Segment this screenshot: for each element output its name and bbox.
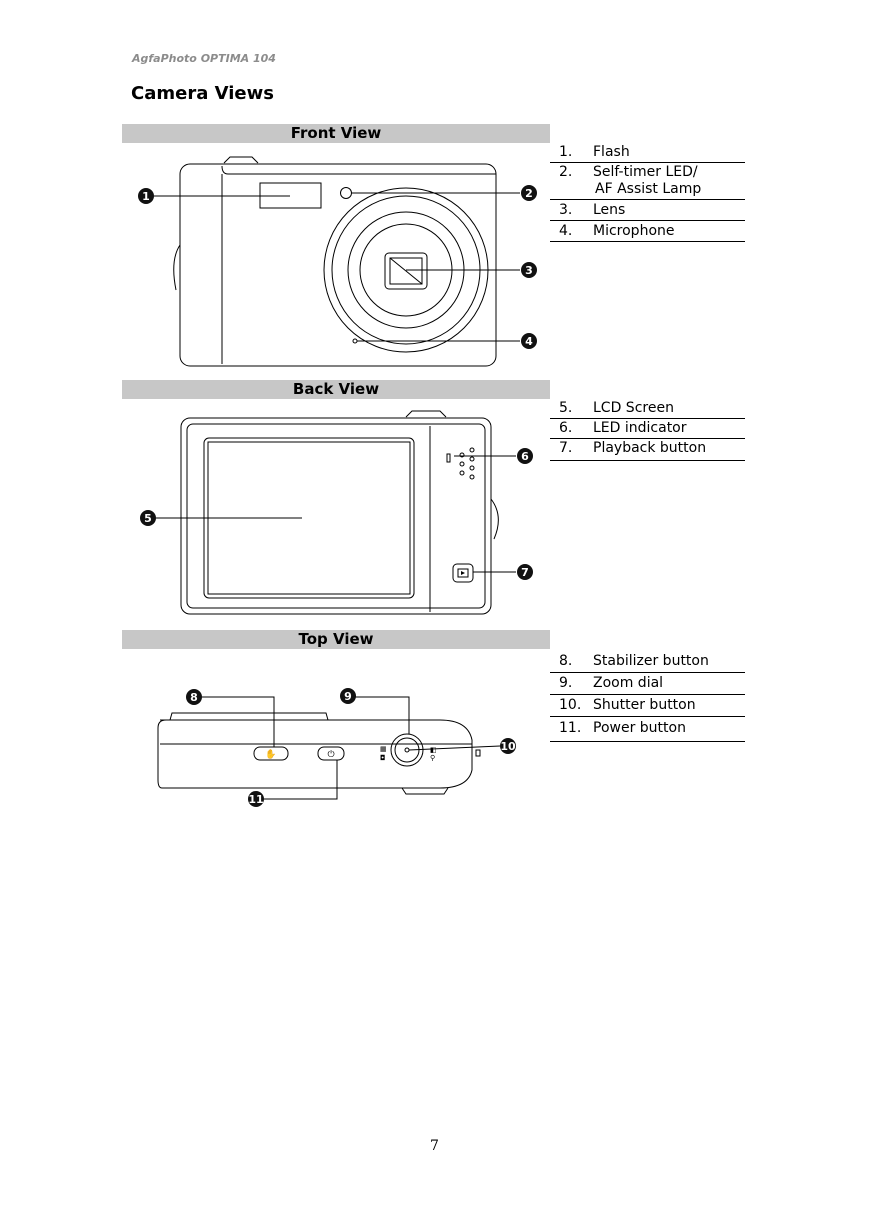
legend-number: 1. (559, 144, 573, 160)
led-indicator (446, 453, 451, 463)
zoom-dial (390, 733, 424, 767)
legend-label: Zoom dial (593, 675, 664, 691)
svg-text:⏻: ⏻ (327, 749, 334, 760)
legend-number: 11. (559, 720, 582, 736)
header-brand: AgfaPhoto OPTIMA 104 (132, 52, 276, 65)
legend-label: Lens (593, 202, 626, 218)
svg-text:5: 5 (144, 512, 152, 525)
legend-row: 7. Playback button (550, 439, 745, 461)
legend-row: 1. Flash (550, 143, 745, 163)
callout-11: 11 (248, 791, 264, 807)
svg-text:1: 1 (142, 190, 150, 203)
svg-text:◘: ◘ (380, 754, 386, 762)
legend-label: Playback button (593, 440, 707, 456)
legend-number: 4. (559, 223, 573, 239)
legend-number: 6. (559, 420, 573, 436)
legend-number: 3. (559, 202, 573, 218)
callout-2: 2 (521, 185, 537, 201)
callout-8: 8 (186, 689, 202, 705)
svg-text:⚲: ⚲ (430, 754, 435, 762)
legend-number: 2. (559, 164, 573, 180)
svg-text:7: 7 (521, 566, 529, 579)
legend-number: 10. (559, 697, 582, 713)
svg-text:8: 8 (190, 691, 198, 704)
camera-body (180, 417, 492, 615)
front-camera-illustration: 1 2 3 4 (138, 156, 537, 367)
legend-row: 3. Lens (550, 200, 745, 221)
front-view-figure: 1 2 3 4 (122, 150, 550, 372)
top-view-legend: 8. Stabilizer button 9. Zoom dial 10. Sh… (550, 651, 745, 742)
callout-10: 10 (500, 738, 516, 754)
shutter-button (404, 747, 410, 753)
legend-label: Microphone (593, 223, 675, 239)
legend-row: 4. Microphone (550, 221, 745, 242)
legend-label: Shutter button (593, 697, 696, 713)
top-view-figure: ✋ ⏻ ▦ ◘ ◧ ⚲ 8 9 10 11 (122, 680, 550, 815)
back-view-figure: 5 6 7 (122, 404, 550, 618)
top-view-heading: Top View (122, 630, 550, 649)
legend-row: 10. Shutter button (550, 695, 745, 717)
legend-number: 9. (559, 675, 573, 691)
svg-text:3: 3 (525, 264, 533, 277)
legend-number: 7. (559, 440, 573, 456)
svg-text:◧: ◧ (430, 746, 437, 754)
svg-text:✋: ✋ (265, 748, 276, 760)
legend-label: LED indicator (593, 420, 687, 436)
svg-text:4: 4 (525, 335, 533, 348)
svg-text:10: 10 (500, 740, 516, 753)
legend-row: 5. LCD Screen (550, 399, 745, 419)
back-view-heading: Back View (122, 380, 550, 399)
page-number: 7 (430, 1138, 439, 1154)
legend-row: 9. Zoom dial (550, 673, 745, 695)
back-view-legend: 5. LCD Screen 6. LED indicator 7. Playba… (550, 399, 745, 461)
callout-1: 1 (138, 188, 154, 204)
callout-5: 5 (140, 510, 156, 526)
speaker-grille (459, 447, 475, 480)
svg-text:6: 6 (521, 450, 529, 463)
legend-label: Flash (593, 144, 630, 160)
camera-body (157, 719, 473, 789)
legend-label: LCD Screen (593, 400, 674, 416)
legend-number: 8. (559, 653, 573, 669)
front-view-heading: Front View (122, 124, 550, 143)
svg-text:▦: ▦ (380, 745, 387, 753)
legend-row: 8. Stabilizer button (550, 651, 745, 673)
camera-body (179, 163, 497, 367)
legend-label: Power button (593, 720, 686, 736)
playback-button (452, 563, 474, 583)
front-view-legend: 1. Flash 2. Self-timer LED/ AF Assist La… (550, 143, 745, 242)
legend-row: 11. Power button (550, 717, 745, 742)
svg-text:11: 11 (248, 793, 263, 806)
top-camera-illustration: ✋ ⏻ ▦ ◘ ◧ ⚲ 8 9 10 11 (157, 688, 516, 807)
callout-7: 7 (517, 564, 533, 580)
legend-label-continued: AF Assist Lamp (595, 181, 702, 197)
back-camera-illustration: 5 6 7 (140, 410, 533, 615)
legend-label: Stabilizer button (593, 653, 709, 669)
callout-3: 3 (521, 262, 537, 278)
self-timer-led (340, 187, 352, 199)
svg-text:9: 9 (344, 690, 352, 703)
legend-number: 5. (559, 400, 573, 416)
legend-row: 6. LED indicator (550, 419, 745, 439)
svg-text:2: 2 (525, 187, 533, 200)
microphone (352, 338, 358, 344)
legend-label: Self-timer LED/ (593, 164, 698, 180)
callout-4: 4 (521, 333, 537, 349)
power-button (317, 746, 345, 761)
page-title: Camera Views (131, 83, 274, 104)
callout-6: 6 (517, 448, 533, 464)
callout-9: 9 (340, 688, 356, 704)
stabilizer-button (253, 746, 289, 761)
legend-row: 2. Self-timer LED/ AF Assist Lamp (550, 163, 745, 200)
